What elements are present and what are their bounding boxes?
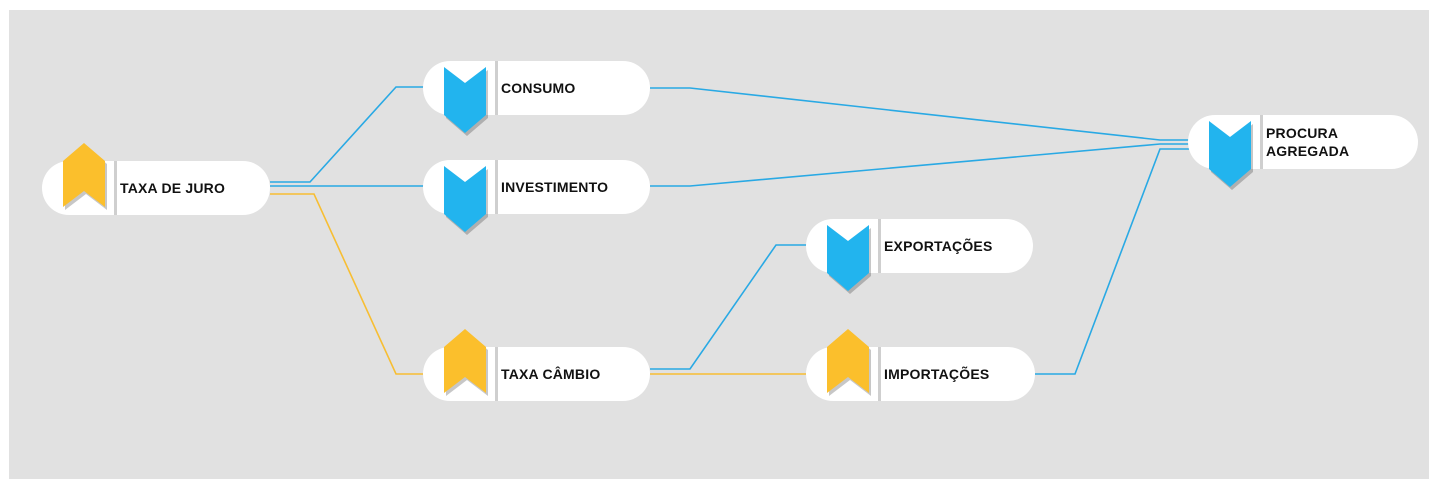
down-arrow-icon — [1206, 121, 1254, 191]
node-exportacoes: EXPORTAÇÕES — [806, 219, 1033, 294]
node-label: TAXA DE JURO — [120, 180, 226, 196]
node-label: INVESTIMENTO — [501, 179, 609, 195]
node-importacoes: IMPORTAÇÕES — [806, 329, 1035, 401]
link-investimento-procura — [650, 143, 1190, 187]
node-divider — [495, 160, 498, 214]
node-taxa-cambio: TAXA CÂMBIO — [423, 329, 650, 401]
node-divider — [1260, 115, 1263, 169]
node-divider — [878, 347, 881, 401]
up-arrow-icon — [824, 319, 872, 396]
down-arrow-icon — [441, 67, 489, 137]
node-divider — [114, 161, 117, 215]
link-importacoes-procura — [1035, 148, 1190, 375]
node-procura-agregada: PROCURA AGREGADA — [1188, 115, 1418, 190]
link-consumo-procura — [650, 87, 1190, 141]
node-divider — [495, 61, 498, 115]
up-arrow-icon — [60, 133, 108, 210]
link-taxa-juro-consumo — [270, 86, 425, 183]
node-consumo: CONSUMO — [423, 61, 650, 136]
node-label: TAXA CÂMBIO — [501, 366, 601, 382]
node-label: CONSUMO — [501, 80, 576, 96]
node-label: EXPORTAÇÕES — [884, 238, 993, 254]
link-taxa-juro-taxa-cambio — [270, 193, 425, 375]
node-investimento: INVESTIMENTO — [423, 160, 650, 235]
node-label: PROCURA AGREGADA — [1266, 125, 1350, 159]
node-divider — [495, 347, 498, 401]
node-taxa-de-juro: TAXA DE JURO — [42, 143, 270, 215]
down-arrow-icon — [824, 225, 872, 295]
node-label: IMPORTAÇÕES — [884, 366, 990, 382]
node-divider — [878, 219, 881, 273]
up-arrow-icon — [441, 319, 489, 396]
diagram-background — [9, 10, 1429, 479]
link-taxa-cambio-exportacoes — [650, 244, 808, 370]
down-arrow-icon — [441, 166, 489, 236]
